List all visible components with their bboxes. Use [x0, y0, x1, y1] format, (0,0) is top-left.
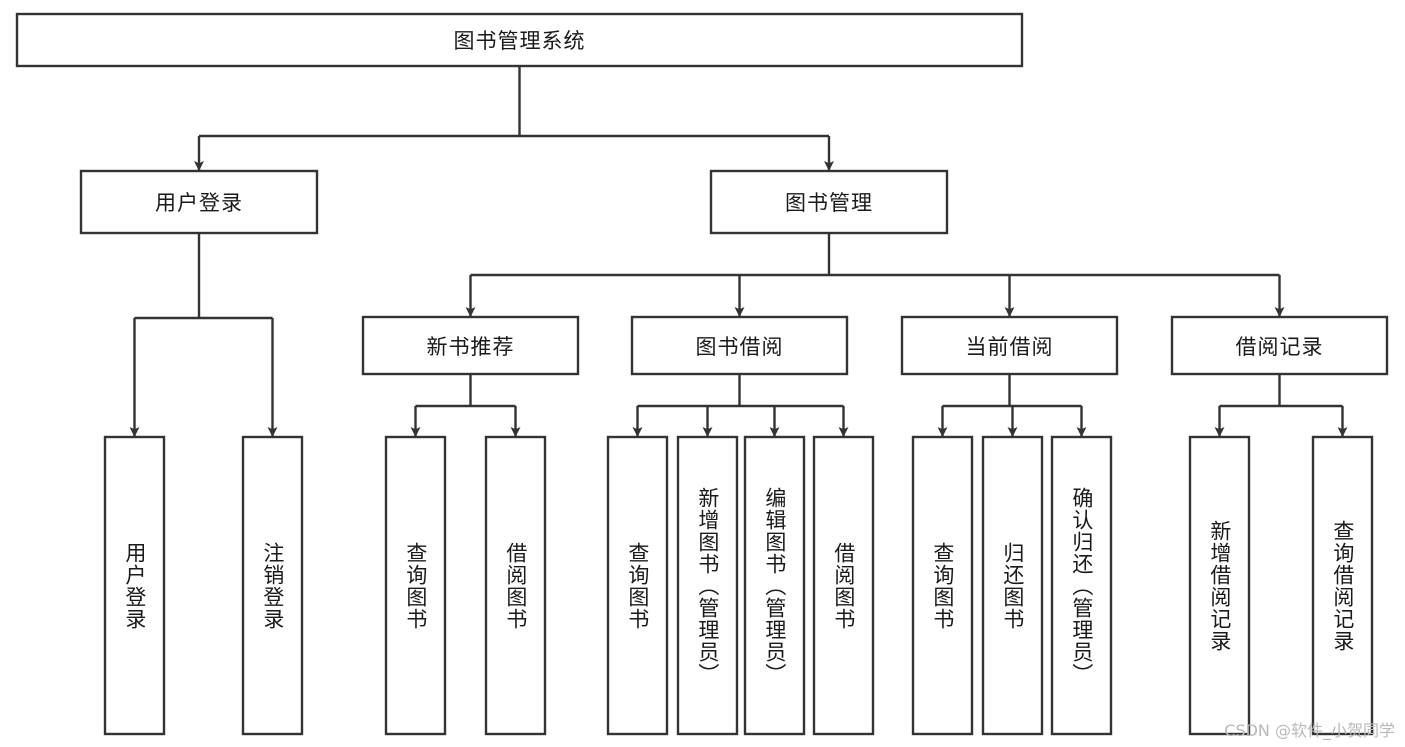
node-leaf-归还图书[interactable] — [981, 435, 1044, 736]
node-root-图书管理系统[interactable] — [15, 12, 1024, 68]
node-boxes — [15, 12, 1389, 736]
node-leaf-新增借阅记录[interactable] — [1188, 435, 1251, 736]
node-leaf-借阅图书[interactable] — [812, 435, 875, 736]
node-leaf-查询借阅记录[interactable] — [1311, 435, 1374, 736]
csdn-watermark: CSDN @软件_小贺同学 — [1224, 721, 1395, 740]
node-leaf-编辑图书管理员[interactable] — [743, 435, 806, 736]
node-l2-图书管理[interactable] — [709, 169, 949, 235]
node-leaf-借阅图书[interactable] — [484, 435, 547, 736]
node-leaf-新增图书管理员[interactable] — [676, 435, 739, 736]
node-l3-当前借阅[interactable] — [900, 315, 1119, 376]
node-l3-图书借阅[interactable] — [630, 315, 849, 376]
node-l2-用户登录[interactable] — [79, 169, 319, 235]
node-leaf-注销登录[interactable] — [241, 435, 304, 736]
node-leaf-查询图书[interactable] — [606, 435, 669, 736]
node-leaf-查询图书[interactable] — [911, 435, 974, 736]
node-l3-借阅记录[interactable] — [1170, 315, 1389, 376]
node-leaf-用户登录[interactable] — [103, 435, 166, 736]
node-l3-新书推荐[interactable] — [361, 315, 580, 376]
node-leaf-确认归还管理员[interactable] — [1050, 435, 1113, 736]
node-leaf-查询图书[interactable] — [384, 435, 447, 736]
connector-lines — [129, 66, 1348, 437]
